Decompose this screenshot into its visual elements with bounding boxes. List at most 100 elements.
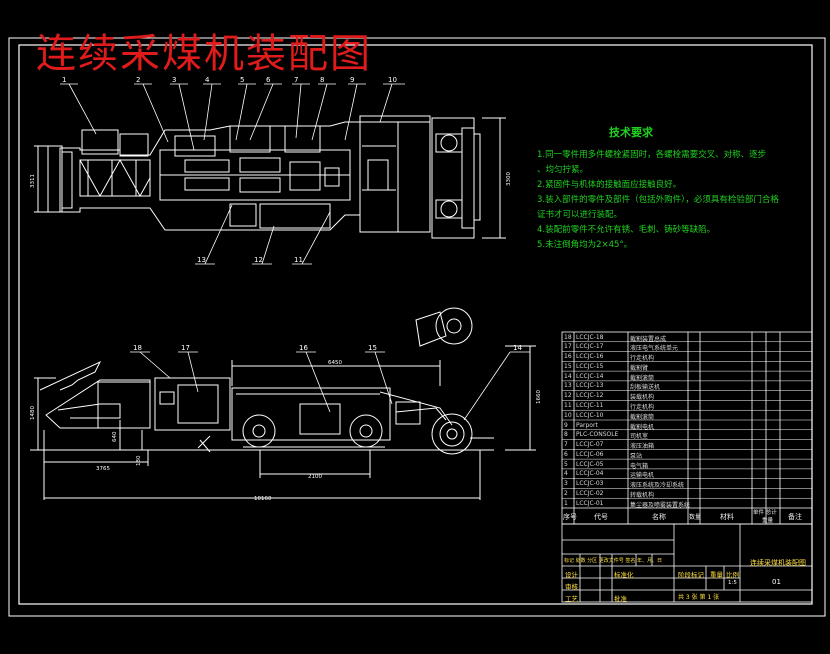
parts-row-name: 刮板输送机 — [630, 384, 661, 392]
sheet-info: 共 3 张 第 1 张 — [678, 594, 720, 601]
parts-row-no: 13 — [564, 382, 572, 390]
balloon-15: 15 — [368, 344, 377, 352]
balloon-16: 16 — [299, 344, 308, 352]
balloon-2: 2 — [136, 76, 140, 84]
dim-side-bottom-b: 2100 — [308, 474, 322, 480]
parts-row-name: 液压电气系统单元 — [630, 345, 679, 353]
parts-row-name: 截割装置总成 — [630, 335, 667, 343]
header-name: 名称 — [652, 513, 666, 521]
tech-requirements-title: 技术要求 — [609, 126, 653, 139]
parts-row-no: 16 — [564, 353, 572, 361]
balloon-18: 18 — [133, 344, 142, 352]
header-code: 代号 — [594, 513, 608, 521]
tech-req-line-4: 3.装入部件的零件及部件（包括外购件），必须具有检验部门合格 — [537, 195, 779, 205]
inner-border — [18, 44, 813, 605]
parts-row-code: LCCJC-18 — [576, 333, 604, 341]
parts-row-code: LCCJC-03 — [576, 480, 604, 488]
parts-row-name: 截割滚筒 — [630, 413, 655, 421]
parts-row-name: 截割电机 — [630, 423, 655, 431]
dim-side-right: 1660 — [536, 390, 542, 404]
parts-row-name: 泵站 — [630, 452, 643, 460]
label-check: 审核 — [565, 583, 578, 591]
side-leaders — [130, 351, 530, 421]
header-material: 材料 — [720, 513, 734, 521]
parts-row-code: LCCJC-07 — [576, 441, 604, 449]
parts-row-code: LCCJC-11 — [576, 401, 604, 409]
parts-row-code: LCCJC-10 — [576, 411, 604, 419]
parts-row-name: 行走机构 — [630, 355, 655, 363]
drawing-number: 01 — [772, 578, 781, 586]
tech-req-line-7: 5.未注倒角均为2×45°。 — [537, 240, 633, 250]
header-remark: 备注 — [788, 513, 802, 521]
parts-row-code: LCCJC-01 — [576, 499, 604, 507]
side-view — [30, 307, 536, 500]
parts-list-grid — [561, 331, 813, 525]
parts-row-no: 8 — [564, 431, 568, 439]
parts-row-code: LCCJC-13 — [576, 382, 604, 390]
balloon-3: 3 — [172, 76, 176, 84]
balloon-10: 10 — [388, 76, 397, 84]
balloon-14: 14 — [513, 344, 522, 352]
parts-row-name: 截割滚筒 — [630, 374, 655, 382]
parts-row-no: 11 — [564, 401, 572, 409]
parts-row-code: LCCJC-02 — [576, 489, 604, 497]
tech-req-line-3: 2.紧固件与机体的接触面应接触良好。 — [537, 180, 682, 190]
label-weight: 重量 — [710, 571, 723, 579]
parts-row-no: 10 — [564, 411, 572, 419]
drawing-scale: 1:5 — [728, 580, 737, 586]
parts-row-no: 18 — [564, 333, 572, 341]
dim-plan-height-right: 3300 — [506, 172, 512, 186]
label-design: 设计 — [565, 571, 578, 579]
parts-row-name: 司机室 — [630, 433, 649, 441]
drawing-name: 连续采煤机装配图 — [750, 559, 806, 567]
parts-row-no: 12 — [564, 392, 572, 400]
parts-row-name: 液压油箱 — [630, 443, 655, 451]
balloon-17: 17 — [181, 344, 190, 352]
balloon-8: 8 — [320, 76, 324, 84]
balloon-1: 1 — [62, 76, 66, 84]
header-qty: 数量 — [689, 514, 702, 521]
balloon-5: 5 — [240, 76, 244, 84]
balloon-11: 11 — [294, 256, 303, 264]
parts-row-name: 电气箱 — [630, 462, 649, 470]
parts-row-lines — [562, 341, 812, 499]
label-craft: 工艺 — [565, 595, 578, 603]
parts-row-code: LCCJC-16 — [576, 353, 604, 361]
parts-row-no: 1 — [564, 499, 568, 507]
dim-side-top: 6450 — [328, 360, 342, 366]
parts-row-name: 集尘器及喷雾装置系统 — [630, 501, 691, 509]
label-approve: 批准 — [614, 595, 627, 603]
balloon-6: 6 — [266, 76, 271, 84]
parts-row-no: 2 — [564, 489, 568, 497]
parts-row-no: 3 — [564, 480, 568, 488]
header-weight: 单件 总计 — [753, 510, 777, 516]
tech-req-line-6: 4.装配前零件不允许有锈、毛刺、铸砂等缺陷。 — [537, 225, 716, 235]
drawing-title: 连续采煤机装配图 — [36, 31, 372, 77]
parts-row-code: LCCJC-17 — [576, 343, 604, 351]
parts-row-code: PLC-CONSOLE — [576, 431, 619, 439]
tech-req-line-5: 证书才可以进行装配。 — [537, 210, 623, 220]
parts-row-name: 截割臂 — [630, 364, 649, 372]
parts-row-no: 7 — [564, 441, 568, 449]
parts-row-no: 17 — [564, 343, 572, 351]
parts-row-code: LCCJC-06 — [576, 450, 604, 458]
tech-req-line-2: 、均匀拧紧。 — [537, 165, 589, 175]
balloon-12: 12 — [254, 256, 263, 264]
dim-side-left: 1480 — [30, 406, 36, 420]
parts-row-name: 行走机构 — [630, 403, 655, 411]
parts-row-name: 装载机构 — [630, 394, 655, 402]
dim-plan-height-left: 3311 — [30, 174, 36, 188]
parts-row-code: Parport — [576, 421, 598, 429]
parts-row-name: 运输电机 — [630, 472, 655, 480]
parts-row-no: 14 — [564, 372, 572, 380]
dim-side-bottom-a: 3765 — [96, 466, 110, 472]
parts-row-code: LCCJC-04 — [576, 470, 604, 478]
tech-req-line-1: 1.同一零件用多件螺栓紧固时，各螺栓需要交叉、对称、逐步 — [537, 150, 767, 160]
parts-row-no: 6 — [564, 450, 568, 458]
dim-side-bottom-total: 10160 — [254, 496, 272, 502]
header-no: 序号 — [563, 513, 577, 521]
parts-row-code: LCCJC-12 — [576, 392, 604, 400]
parts-row-no: 4 — [564, 470, 568, 478]
balloon-7: 7 — [294, 76, 298, 84]
